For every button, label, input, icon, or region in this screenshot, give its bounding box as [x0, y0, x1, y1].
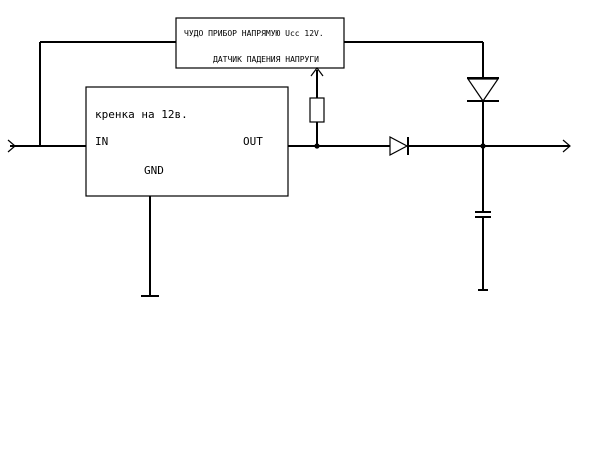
regulator-out-label: OUT	[243, 135, 263, 148]
sensor-module-subtitle: ДАТЧИК ПАДЕНИЯ НАПРУГИ	[213, 55, 319, 64]
out-junction-dot	[314, 143, 320, 149]
regulator-gnd-label: GND	[144, 164, 164, 177]
output-arrow-icon	[562, 139, 571, 153]
top-diode-icon	[466, 78, 500, 103]
sensor-module-box	[175, 17, 345, 69]
sense-resistor-icon	[309, 97, 325, 123]
regulator-box	[85, 86, 289, 197]
regulator-title: кренка на 12в.	[95, 108, 188, 121]
series-diode-icon	[389, 136, 409, 156]
regulator-in-label: IN	[95, 135, 108, 148]
sensor-module-title: ЧУДО ПРИБОР НАПРЯМУЮ Ucc 12V.	[184, 29, 324, 38]
module-input-arrow-icon	[310, 67, 324, 77]
